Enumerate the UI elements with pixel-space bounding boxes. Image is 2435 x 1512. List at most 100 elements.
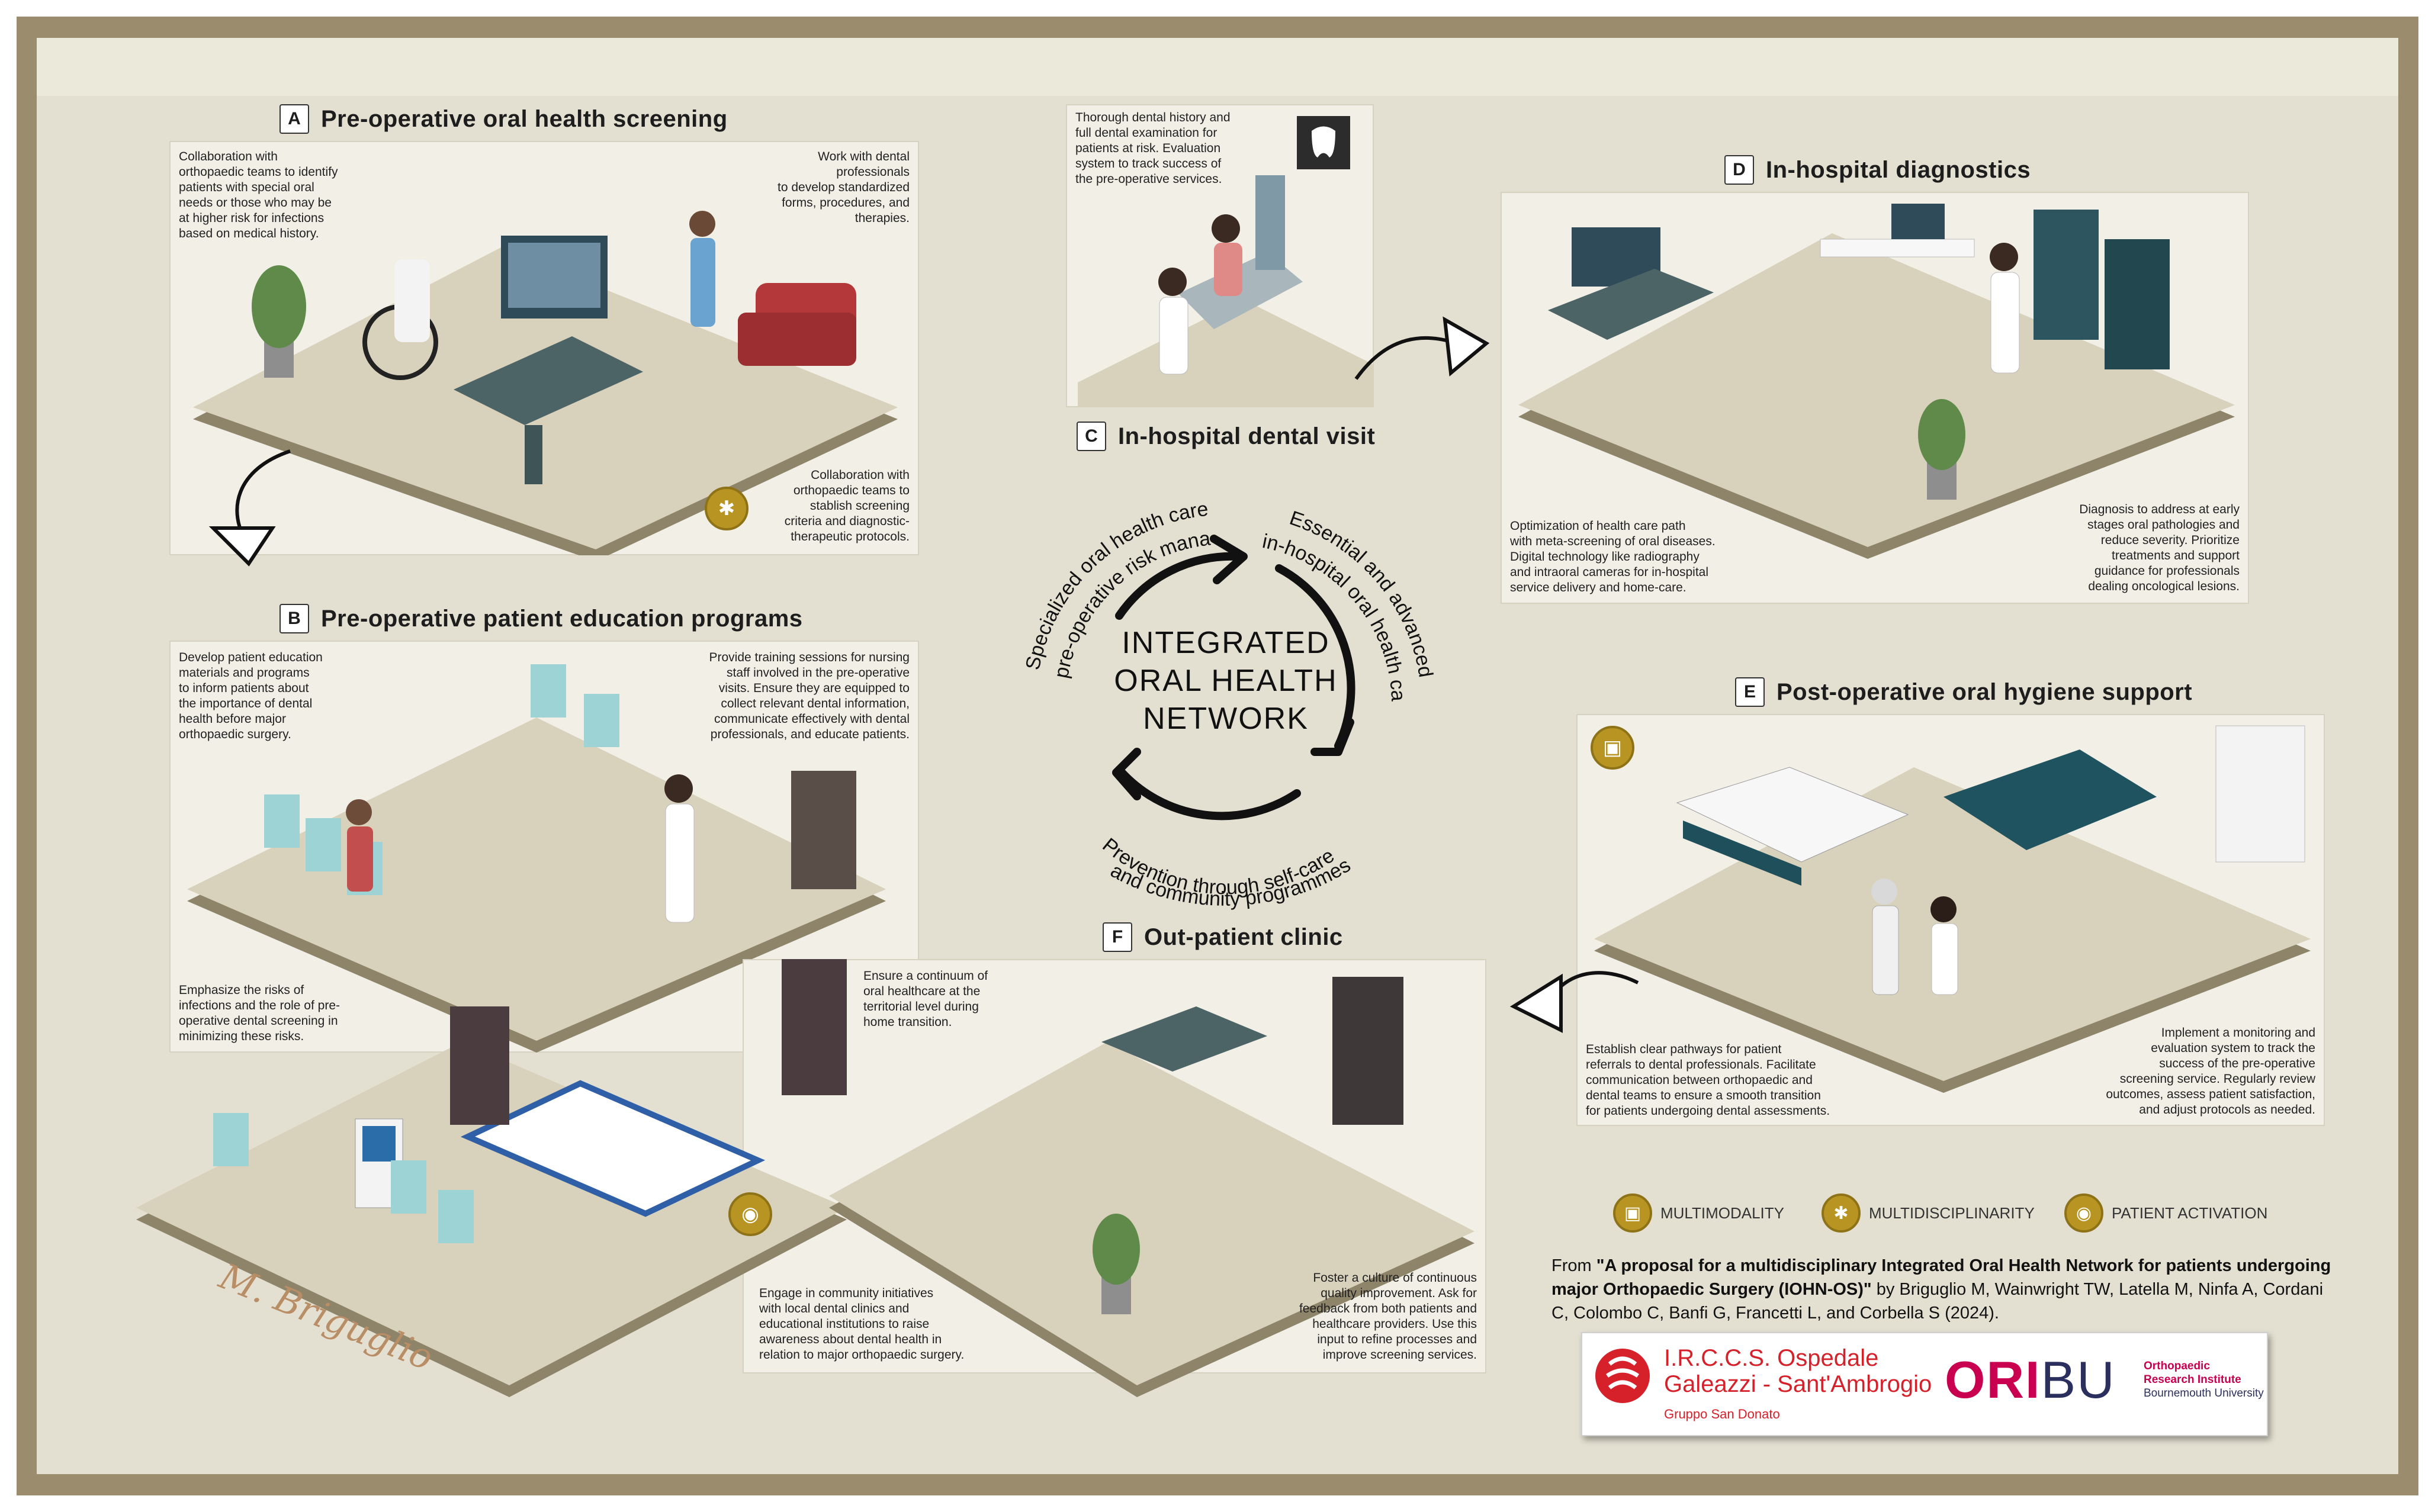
oribu-line-1: Orthopaedic	[2144, 1360, 2210, 1372]
section-f-note-left: Engage in community initiatives with loc…	[759, 1286, 965, 1362]
patient-figure-icon	[1212, 214, 1242, 296]
legend-item-patient-activation: ◉ PATIENT ACTIVATION	[2064, 1193, 2267, 1233]
cycle-arrow-bottom	[1115, 765, 1301, 821]
dentist-figure-icon	[1158, 268, 1188, 375]
section-d-label: In-hospital diagnostics	[1766, 156, 2031, 183]
plant-icon	[1918, 399, 1965, 500]
bookshelf-icon	[791, 771, 856, 889]
hospital-bed-icon	[1676, 767, 1909, 886]
network-title: INTEGRATED ORAL HEALTH NETWORK	[1101, 624, 1350, 738]
section-b-label: Pre-operative patient education programs	[321, 605, 803, 632]
irccs-group: Gruppo San Donato	[1664, 1407, 1780, 1421]
section-c-label: In-hospital dental visit	[1118, 423, 1376, 449]
section-d-note-left: Optimization of health care path with me…	[1510, 519, 1716, 594]
monitor-icon	[501, 236, 608, 319]
section-c-letter: C	[1077, 422, 1106, 451]
network-title-line-1: INTEGRATED	[1122, 626, 1330, 660]
top-band	[37, 38, 2398, 96]
section-b-illustration	[187, 664, 886, 1053]
cycle-arrow-right	[1275, 564, 1355, 750]
section-c-note: Thorough dental history and full dental …	[1075, 111, 1231, 186]
multimodality-icon: ▣	[1613, 1193, 1652, 1233]
citation-title: "A proposal for a multidisciplinary Inte…	[1551, 1256, 2331, 1299]
section-e-label: Post-operative oral hygiene support	[1777, 678, 2193, 705]
multimodality-icon: ▣	[1591, 726, 1634, 770]
waiting-chairs-icon	[213, 1113, 474, 1243]
section-f-illustration	[136, 959, 1475, 1397]
citation-authors: by Briguglio M, Wainwright TW, Latella M…	[1551, 1280, 2324, 1323]
patient-activation-icon: ◉	[728, 1192, 772, 1236]
flow-arrow-c-to-d	[1354, 316, 1490, 380]
network-title-line-2: ORAL HEALTH	[1114, 664, 1338, 698]
section-a-label: Pre-operative oral health screening	[321, 105, 728, 132]
section-e-note-left: Establish clear pathways for patient ref…	[1586, 1043, 1830, 1118]
reception-desk-icon	[460, 1080, 766, 1217]
consultation-desk-icon	[1101, 1006, 1267, 1072]
oribu-subtitle: Orthopaedic Research Institute Bournemou…	[2144, 1359, 2264, 1400]
doctor-figure-icon	[689, 211, 715, 327]
cycle-arrow-top	[1115, 552, 1242, 620]
desk-icon	[454, 336, 643, 484]
door-icon	[450, 959, 847, 1125]
section-f-label: Out-patient clinic	[1144, 924, 1343, 950]
section-a-note-bottom: Collaboration with orthopaedic teams to …	[784, 468, 910, 543]
section-b-title: B Pre-operative patient education progra…	[280, 604, 803, 633]
section-a-letter: A	[280, 104, 309, 134]
section-d-illustration	[1518, 204, 2235, 559]
nurse-figure-icon	[1930, 896, 1958, 995]
elderly-patient-icon	[1871, 879, 1899, 995]
plant-icon	[252, 265, 306, 378]
legend-item-multidisciplinarity: ✱ MULTIDISCIPLINARITY	[1822, 1193, 2035, 1233]
irccs-name: I.R.C.C.S. Ospedale Galeazzi - Sant'Ambr…	[1664, 1345, 1932, 1397]
section-a-title: A Pre-operative oral health screening	[280, 104, 728, 134]
flow-arrow-a-to-b	[208, 449, 291, 567]
oribu-wordmark-ori: ORI	[1945, 1350, 2041, 1409]
section-a-note-left: Collaboration with orthopaedic teams to …	[179, 150, 338, 240]
irccs-line-2: Galeazzi - Sant'Ambrogio	[1664, 1371, 1932, 1397]
section-f-note-top: Ensure a continuum of oral healthcare at…	[863, 969, 988, 1029]
patient-bed-icon	[1943, 749, 2157, 850]
doctor-figure-icon	[1990, 243, 2020, 374]
patient-figure-icon	[346, 799, 373, 892]
section-f-note-right: Foster a culture of continuous quality i…	[1299, 1271, 1477, 1362]
legend-item-multimodality: ▣ MULTIMODALITY	[1613, 1193, 1784, 1233]
section-a-illustration	[193, 211, 898, 555]
legend-label-patient-activation: PATIENT ACTIVATION	[2112, 1204, 2268, 1222]
workstation-icon	[1548, 227, 1714, 340]
irccs-line-1: I.R.C.C.S. Ospedale	[1664, 1345, 1879, 1371]
armchair-icon	[738, 283, 856, 366]
legend-label-multimodality: MULTIMODALITY	[1660, 1204, 1784, 1222]
flow-arrow-e-to-f	[1509, 971, 1639, 1033]
tooth-xray-icon	[1297, 116, 1350, 169]
plant-icon	[1093, 1214, 1140, 1314]
legend-label-multidisciplinarity: MULTIDISCIPLINARITY	[1869, 1204, 2035, 1222]
oribu-wordmark: ORIBU	[1945, 1353, 2116, 1407]
irccs-logo-icon	[1595, 1349, 1650, 1403]
section-b-note-right: Provide training sessions for nursing st…	[709, 651, 910, 741]
section-e-note-right: Implement a monitoring and evaluation sy…	[2106, 1026, 2315, 1117]
section-b-note-left: Develop patient education materials and …	[179, 651, 323, 741]
section-b-letter: B	[280, 604, 309, 633]
section-e-illustration	[1594, 725, 2311, 1093]
section-c-illustration	[1078, 116, 1374, 407]
section-d-note-right: Diagnosis to address at early stages ora…	[2079, 503, 2240, 593]
section-e-title: E Post-operative oral hygiene support	[1735, 677, 2192, 707]
nurse-figure-icon	[664, 774, 695, 923]
section-f-letter: F	[1103, 922, 1132, 952]
oribu-wordmark-bu: BU	[2041, 1350, 2116, 1409]
section-c-title: C In-hospital dental visit	[1077, 422, 1375, 451]
multidisciplinarity-icon: ✱	[705, 487, 749, 530]
section-b-note-bottom: Emphasize the risks of infections and th…	[179, 983, 340, 1043]
server-rack-icon	[2034, 210, 2170, 369]
patient-wheelchair-icon	[362, 259, 438, 380]
cabinet-icon	[2215, 725, 2305, 863]
section-d-title: D In-hospital diagnostics	[1724, 155, 2031, 185]
lab-bench-icon	[1820, 204, 1975, 258]
oribu-line-3: Bournemouth University	[2144, 1387, 2264, 1400]
institution-logos: I.R.C.C.S. Ospedale Galeazzi - Sant'Ambr…	[1581, 1332, 2268, 1436]
section-d-letter: D	[1724, 155, 1754, 185]
citation: From "A proposal for a multidisciplinary…	[1551, 1254, 2333, 1325]
section-e-letter: E	[1735, 677, 1765, 707]
citation-prefix: From	[1551, 1256, 1596, 1275]
bookshelf-icon	[1332, 977, 1403, 1125]
